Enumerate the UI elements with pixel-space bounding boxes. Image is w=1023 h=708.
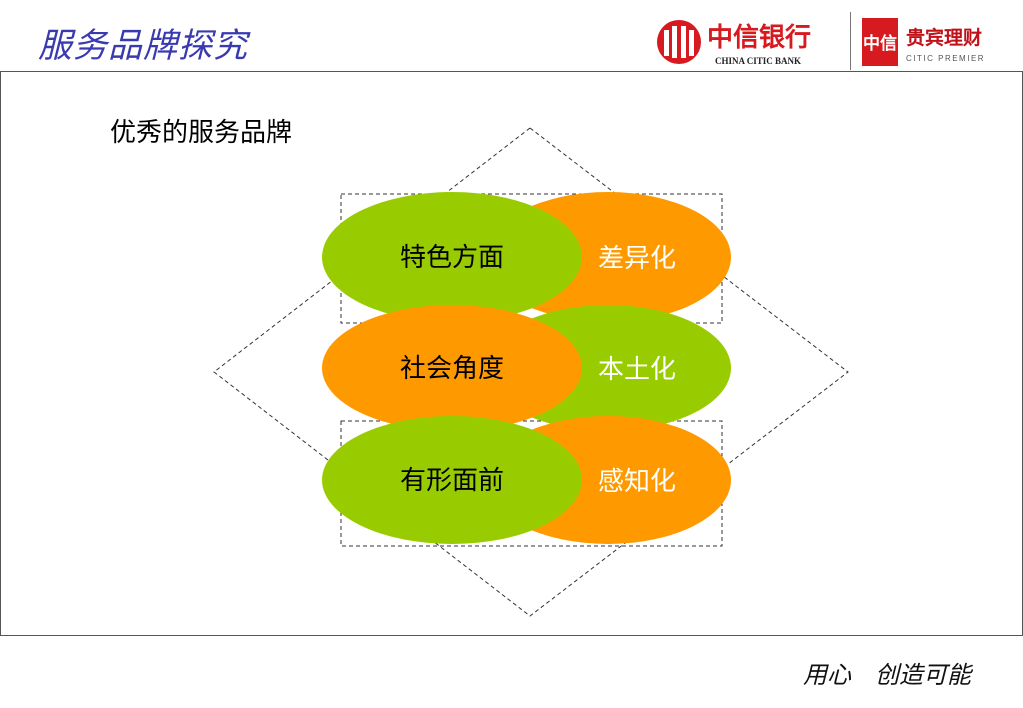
diagram-row: 特色方面 差异化 (322, 192, 731, 322)
back-label: 差异化 (598, 244, 676, 274)
citic-premier-emblem-icon: 中信 (862, 18, 898, 66)
citic-premier-mark: 中信 (863, 33, 897, 54)
logo-divider (850, 12, 851, 70)
back-label: 本土化 (598, 355, 676, 385)
diamond-outline (213, 127, 849, 617)
back-label: 感知化 (598, 467, 676, 497)
citic-bank-name-en: CHINA CITIC BANK (715, 56, 801, 66)
front-ellipse (322, 416, 582, 544)
front-label: 社会角度 (400, 354, 504, 384)
front-label: 特色方面 (400, 243, 504, 273)
slide-subtitle: 优秀的服务品牌 (110, 118, 293, 148)
citic-bank-logo: 中信银行 CHINA CITIC BANK (657, 20, 811, 66)
front-ellipse (322, 305, 582, 431)
citic-premier-name-en: CITIC PREMIER (906, 54, 985, 63)
front-ellipse (322, 192, 582, 322)
citic-premier-name-cn: 贵宾理财 (906, 26, 982, 49)
diagram-row: 有形面前 感知化 (322, 416, 731, 544)
brand-diagram: 特色方面 差异化 社会角度 本土化 有形面前 感知化 (213, 127, 849, 617)
citic-emblem-icon (657, 20, 701, 64)
front-label: 有形面前 (400, 466, 504, 496)
page-title: 服务品牌探究 (38, 26, 248, 66)
diagram-row: 社会角度 本土化 (322, 305, 731, 431)
citic-premier-logo: 中信 贵宾理财 CITIC PREMIER (862, 18, 985, 66)
citic-bank-name-cn: 中信银行 (707, 22, 811, 53)
footer-slogan: 用心 创造可能 (803, 661, 971, 689)
